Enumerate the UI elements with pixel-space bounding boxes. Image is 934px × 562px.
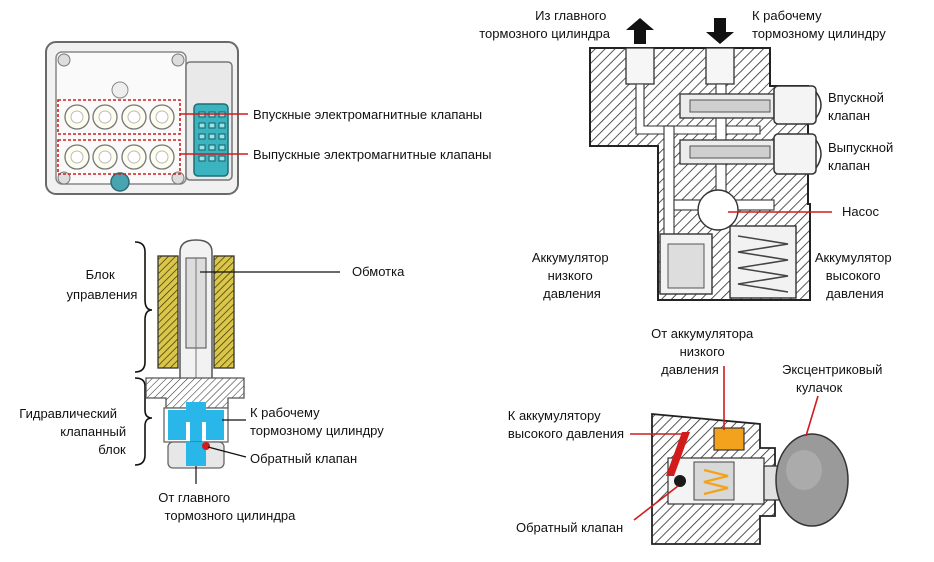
high-pressure-channel	[666, 432, 690, 476]
control-block-brace	[134, 241, 153, 373]
check-valve-2-pointer	[633, 485, 679, 521]
check-valve-pointer	[207, 446, 247, 458]
flow-up-arrow	[626, 18, 654, 44]
hydraulic-block-label: Гидравлический клапанный блок	[19, 406, 129, 457]
high-accumulator-label: Аккумулятор высокого давления	[815, 250, 895, 301]
flow-down-arrow	[706, 18, 734, 44]
check-valve-ball	[202, 442, 210, 450]
inlet-valves-label: Впускные электромагнитные клапаны	[253, 107, 482, 122]
low-accumulator-label: Аккумулятор низкого давления	[532, 250, 612, 301]
inlet-valve-label: Впускной клапан	[828, 90, 888, 123]
to-high-accumulator-label: К аккумулятору высокого давления	[508, 408, 624, 441]
outlet-valve-label: Выпускной клапан	[828, 140, 897, 173]
winding-label: Обмотка	[352, 264, 405, 279]
check-valve-ball-2	[674, 475, 686, 487]
from-master-cylinder-label: Из главного тормозного цилиндра	[479, 8, 611, 41]
control-block-label: Блок управления	[67, 267, 138, 302]
fluid-channel-left	[168, 410, 186, 440]
outlet-valves-outline	[57, 139, 181, 175]
solenoid-valve-section	[134, 239, 245, 469]
pump-label: Насос	[842, 204, 879, 219]
from-low-accumulator-label: От аккумулятора низкого давления	[651, 326, 757, 377]
to-wheel-cylinder-label: К рабочему тормозному цилиндру	[250, 405, 384, 438]
to-wheel-cylinder-top-label: К рабочему тормозному цилиндру	[752, 8, 886, 41]
coil-right	[213, 255, 235, 369]
pump-detail-section	[651, 413, 849, 545]
from-master-label: От главного тормозного цилиндра	[158, 490, 296, 523]
hydraulic-block-brace	[134, 377, 153, 466]
pump-block-section	[589, 18, 822, 301]
low-accumulator-port	[713, 427, 745, 451]
check-valve-2-label: Обратный клапан	[516, 520, 623, 535]
coil-left	[157, 255, 179, 369]
eccentric-cam-pointer	[805, 395, 819, 437]
check-valve-label: Обратный клапан	[250, 451, 357, 466]
hydraulic-unit-illustration	[45, 41, 239, 195]
fluid-channel-right	[206, 410, 224, 440]
pump-chamber	[697, 189, 739, 231]
eccentric-cam-label: Эксцентриковый кулачок	[782, 362, 886, 395]
outlet-valves-label: Выпускные электромагнитные клапаны	[253, 147, 491, 162]
inlet-valves-outline	[57, 99, 181, 135]
